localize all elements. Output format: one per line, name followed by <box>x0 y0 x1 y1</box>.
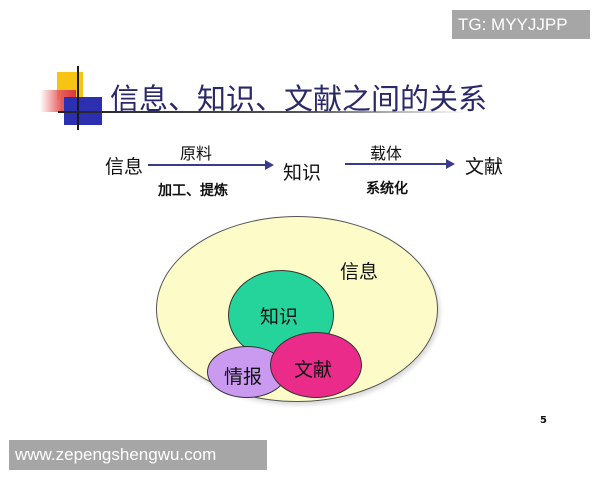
flow-arrow-2-head-icon <box>446 159 455 169</box>
title-underline <box>58 111 468 113</box>
venn-knowledge-label: 知识 <box>260 306 299 328</box>
venn-documents-ellipse <box>270 332 362 398</box>
flow-arrow-2-label-above: 载体 <box>370 144 403 163</box>
flow-arrow-1-label-below: 加工、提炼 <box>158 183 228 199</box>
flow-arrow-1-line <box>148 164 266 166</box>
page-number: 5 <box>540 415 547 426</box>
flow-node-documents: 文献 <box>465 156 504 178</box>
venn-information-label: 信息 <box>340 261 379 283</box>
flow-arrow-2-line <box>345 163 447 165</box>
watermark-top: TG: MYYJJPP <box>452 10 590 39</box>
venn-documents-label: 文献 <box>294 359 333 381</box>
title-decoration-vertical-line <box>77 66 79 130</box>
slide-title: 信息、知识、文献之间的关系 <box>110 82 488 116</box>
flow-arrow-1-label-above: 原料 <box>180 144 213 163</box>
watermark-bottom: www.zepengshengwu.com <box>9 440 267 470</box>
flow-node-information: 信息 <box>105 156 144 178</box>
flow-arrow-2-label-below: 系统化 <box>366 181 408 197</box>
flow-node-knowledge: 知识 <box>283 162 322 184</box>
flow-arrow-1-head-icon <box>265 160 274 170</box>
venn-intelligence-label: 情报 <box>224 366 263 388</box>
